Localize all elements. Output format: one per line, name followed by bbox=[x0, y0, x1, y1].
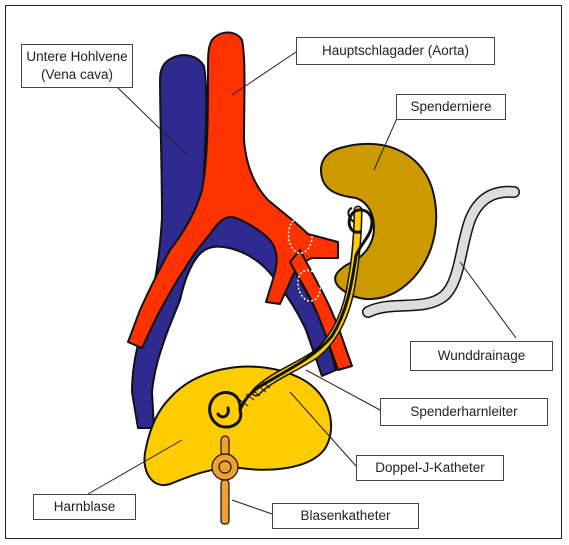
label-bladder: Harnblase bbox=[33, 494, 136, 520]
label-bladder-catheter-text: Blasenkatheter bbox=[300, 508, 390, 523]
label-bladder-text: Harnblase bbox=[54, 499, 116, 514]
kidney-shape bbox=[321, 144, 436, 299]
label-vena-cava-line1: Untere Hohlvene bbox=[22, 48, 132, 66]
label-wound-drain: Wunddrainage bbox=[410, 341, 553, 371]
label-bladder-catheter: Blasenkatheter bbox=[272, 503, 419, 529]
label-dj-catheter: Doppel-J-Katheter bbox=[356, 455, 504, 481]
label-vena-cava-line2: (Vena cava) bbox=[22, 66, 132, 84]
label-donor-ureter-text: Spenderharnleiter bbox=[410, 404, 517, 419]
label-donor-kidney-text: Spenderniere bbox=[410, 99, 491, 114]
label-aorta-text: Hauptschlagader (Aorta) bbox=[322, 43, 469, 58]
label-wound-drain-text: Wunddrainage bbox=[438, 348, 526, 363]
label-donor-ureter: Spenderharnleiter bbox=[380, 398, 548, 426]
label-aorta: Hauptschlagader (Aorta) bbox=[296, 37, 495, 65]
label-vena-cava: Untere Hohlvene (Vena cava) bbox=[21, 44, 133, 88]
label-dj-catheter-text: Doppel-J-Katheter bbox=[375, 460, 485, 475]
label-donor-kidney: Spenderniere bbox=[396, 94, 506, 120]
